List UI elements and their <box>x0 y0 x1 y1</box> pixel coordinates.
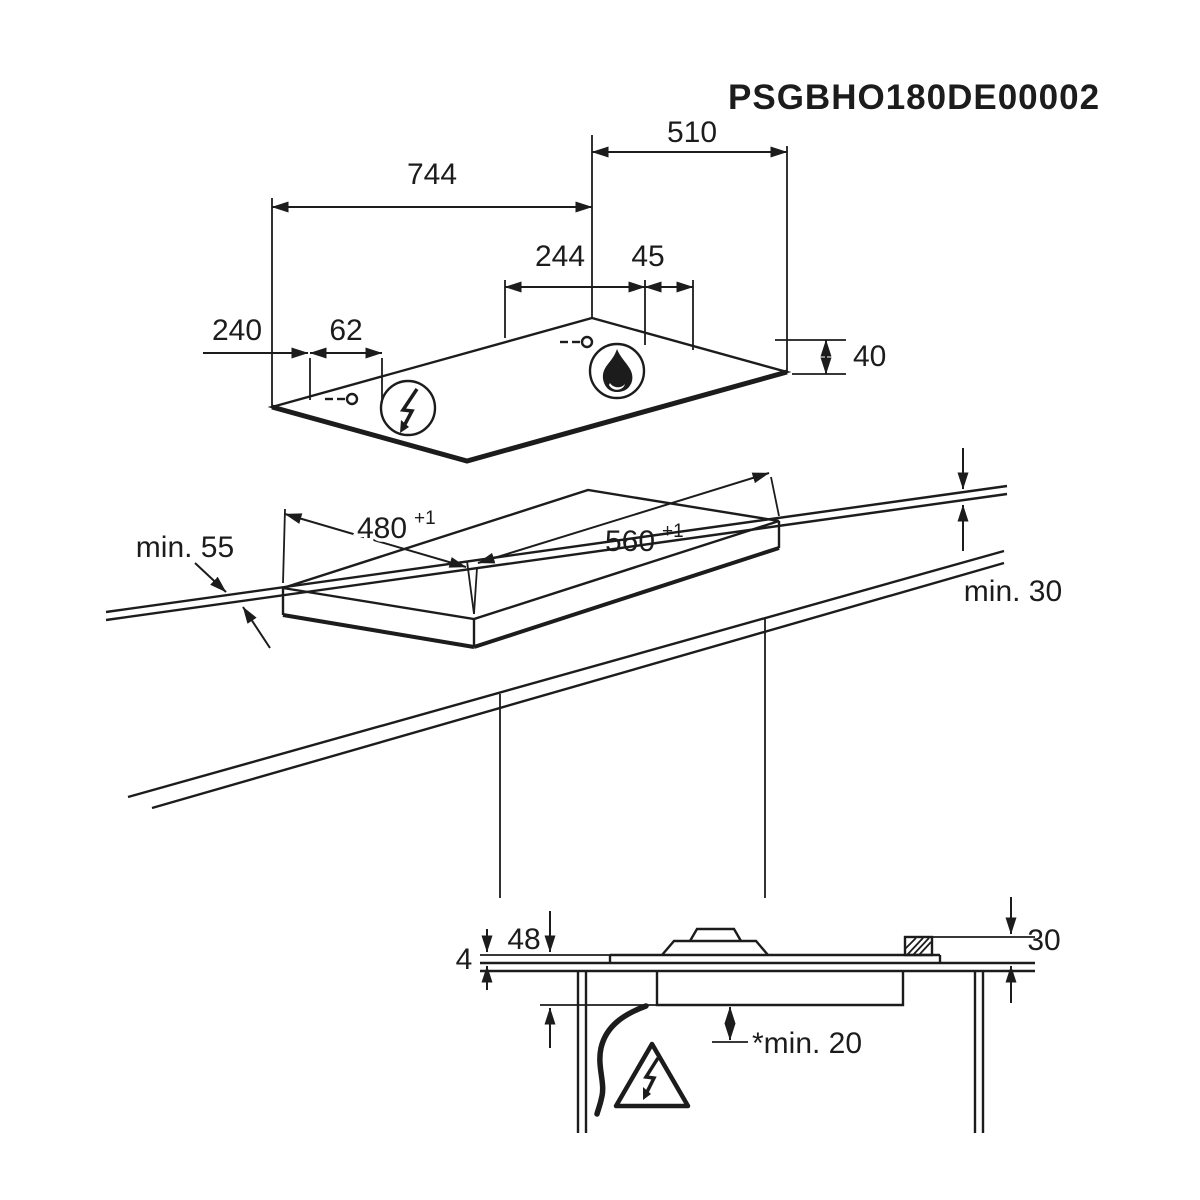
dim-40-label: 40 <box>853 340 886 373</box>
hob-top-surface <box>267 316 792 464</box>
drawing-code: PSGBHO180DE00002 <box>728 78 1100 117</box>
dim-side-clearance: min. 55 <box>136 531 271 649</box>
dim-62-label: 62 <box>329 314 362 347</box>
dim-cutout-width-560: 560 +1 <box>473 472 780 615</box>
power-cable <box>594 1003 649 1117</box>
dim-240-label: 240 <box>212 314 262 347</box>
dim-rim-4: 4 <box>456 929 610 990</box>
gas-flame-icon <box>588 342 646 400</box>
dim-560-tolerance: +1 <box>662 521 684 542</box>
ignition-mark-left <box>325 392 359 406</box>
dim-burner-offset-244: 244 <box>504 240 646 345</box>
dim-480-tolerance: +1 <box>414 508 436 529</box>
dim-cutout-depth-480: 480 +1 <box>282 505 475 615</box>
dim-4-label: 4 <box>456 943 473 976</box>
dim-left-offset-240: 240 <box>203 314 309 359</box>
dim-width-744: 744 <box>271 158 593 213</box>
dim-48-label: 48 <box>507 923 540 956</box>
min-30-label: min. 30 <box>964 575 1062 608</box>
top-view: 744 510 244 45 240 6 <box>203 116 886 464</box>
dim-bottom-clearance: *min. 20 <box>712 1006 862 1060</box>
cabinet-walls <box>576 971 985 1133</box>
section-projection-lines <box>499 618 766 898</box>
dim-height-40: 40 <box>775 339 886 375</box>
lightning-bolt-icon <box>379 379 437 437</box>
dim-ignition-offset-62: 62 <box>309 314 383 403</box>
dim-depth-510: 510 <box>591 116 788 158</box>
dim-480-label: 480 <box>357 512 407 545</box>
dim-244-label: 244 <box>535 240 585 273</box>
dim-30-label: 30 <box>1027 924 1060 957</box>
min-55-label: min. 55 <box>136 531 234 564</box>
ignition-mark-right <box>560 335 594 349</box>
worktop-section <box>480 961 1035 973</box>
hob-section <box>594 927 942 1117</box>
hob-front-edges <box>271 369 788 464</box>
cutout-view: 480 +1 560 +1 min. 55 min. 30 <box>105 448 1062 898</box>
dim-45-label: 45 <box>631 240 664 273</box>
min-20-label: *min. 20 <box>752 1027 862 1060</box>
section-view: 4 48 30 *min. 20 <box>456 897 1061 1133</box>
dim-knob-height-30: 30 <box>932 897 1061 1003</box>
hob-tub <box>655 971 905 1007</box>
burner-cap <box>688 927 743 942</box>
dim-510-label: 510 <box>667 116 717 149</box>
dim-560-label: 560 <box>605 525 655 558</box>
dim-burner-edge-45: 45 <box>631 240 694 350</box>
electric-shock-warning-triangle-icon <box>613 1041 691 1109</box>
worktop-edges <box>105 484 1008 810</box>
worktop-cutout <box>281 488 781 649</box>
control-knob <box>903 935 934 957</box>
pan-support <box>661 939 769 956</box>
projection-lines <box>271 135 788 407</box>
dim-744-label: 744 <box>407 158 457 191</box>
dim-rear-clearance: min. 30 <box>957 448 1062 608</box>
cutout-outline <box>282 488 780 621</box>
dim-total-height-48: 48 <box>507 911 657 1048</box>
